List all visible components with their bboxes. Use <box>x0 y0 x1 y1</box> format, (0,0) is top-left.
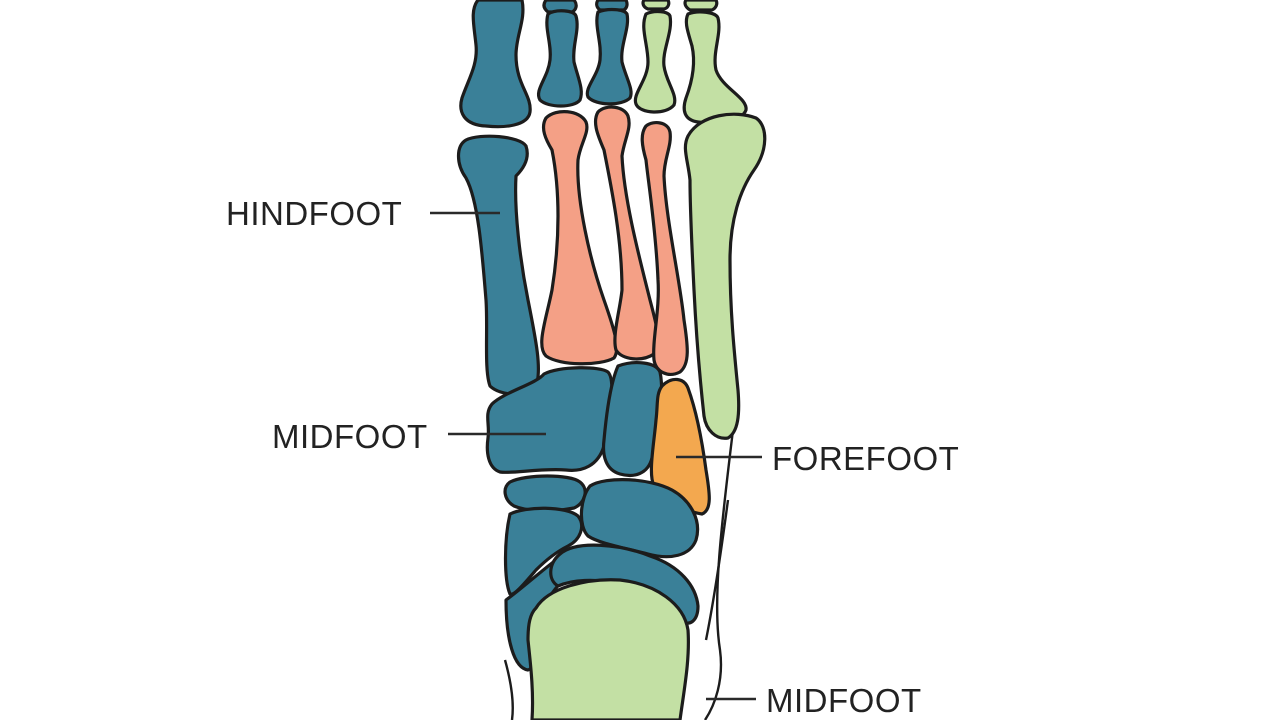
toe-4-proximal-phalanx <box>633 9 677 114</box>
navicular <box>579 478 700 559</box>
midfoot-left-label: MIDFOOT <box>272 418 428 455</box>
toe-5-middle-phalanx <box>683 0 719 12</box>
second-metatarsal <box>540 110 619 366</box>
foot-outline-right-inner <box>704 499 730 641</box>
navicular-left-segment <box>503 474 587 513</box>
hindfoot-label: HINDFOOT <box>226 195 402 232</box>
toe-2-proximal-phalanx <box>537 9 583 108</box>
toe-1-proximal-phalanx <box>459 0 532 129</box>
midfoot-bottom-label: MIDFOOT <box>766 682 922 719</box>
toe-4-middle-phalanx <box>641 0 671 11</box>
intermediate-cuneiform <box>601 361 664 478</box>
foot-outline-right <box>704 429 735 720</box>
foot-outline-left <box>503 659 514 720</box>
toe-5-proximal-phalanx <box>682 10 748 125</box>
first-metatarsal <box>456 134 541 396</box>
toe-3-proximal-phalanx <box>585 7 633 106</box>
talus <box>526 578 690 720</box>
fifth-metatarsal <box>683 112 767 440</box>
cuboid-upper <box>503 506 584 596</box>
lateral-cuneiform <box>649 377 711 516</box>
medial-cuneiform <box>485 366 614 474</box>
fourth-metatarsal <box>640 121 689 376</box>
forefoot-label: FOREFOOT <box>772 440 959 477</box>
